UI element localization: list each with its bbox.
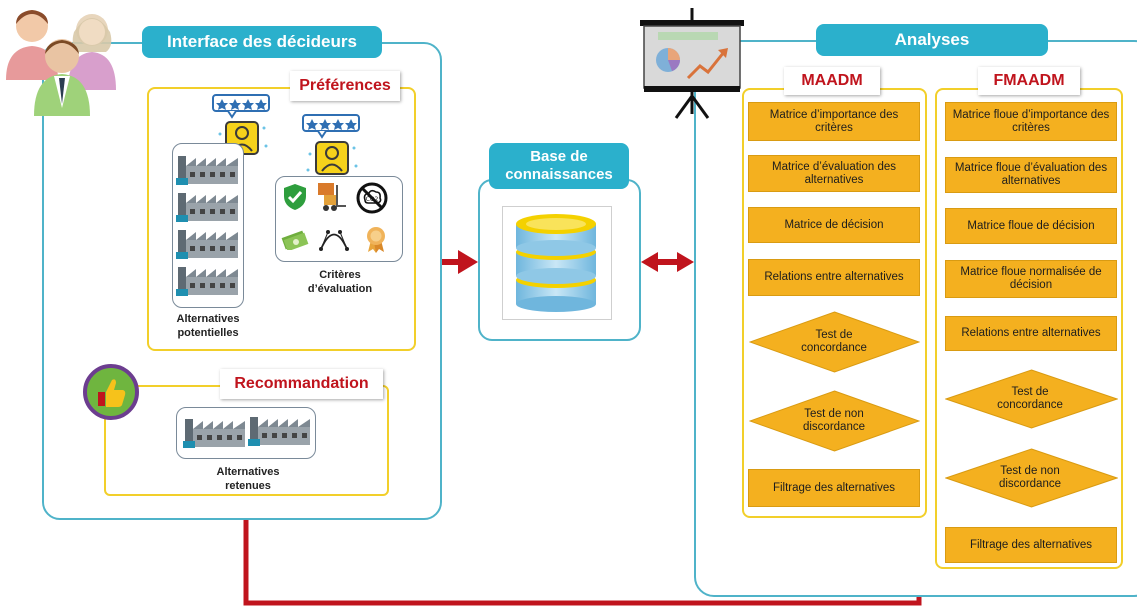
maadm-step-filtering: Filtrage des alternatives	[748, 469, 920, 507]
maadm-step-criteria-importance: Matrice d’importance des critères	[748, 102, 920, 141]
retained-alternatives-label: Alternatives retenues	[216, 466, 280, 492]
criteria-label: Critères d’évaluation	[307, 269, 373, 295]
maadm-frame	[742, 88, 927, 518]
database-icon	[516, 214, 596, 312]
fmaadm-concordance-diamond	[945, 369, 1118, 429]
maadm-step-relations: Relations entre alternatives	[748, 259, 920, 296]
maadm-non-discordance-diamond	[749, 390, 920, 452]
fmaadm-title: FMAADM	[978, 67, 1080, 95]
decision-makers-title: Interface des décideurs	[142, 26, 382, 58]
fmaadm-concordance-label: Test de concordance	[997, 386, 1063, 411]
maadm-concordance-label: Test de concordance	[801, 329, 867, 354]
fmaadm-step-decision-matrix: Matrice floue de décision	[945, 208, 1117, 244]
users-icon	[6, 10, 116, 116]
preferences-title: Préférences	[290, 71, 400, 101]
fmaadm-step-relations: Relations entre alternatives	[945, 316, 1117, 351]
maadm-step-decision-matrix: Matrice de décision	[748, 207, 920, 243]
curve-icon	[319, 230, 349, 251]
factory-icon	[176, 156, 238, 185]
fmaadm-non-discordance-diamond	[945, 448, 1118, 508]
analyses-title: Analyses	[816, 24, 1048, 56]
factory-icon	[176, 193, 238, 222]
maadm-non-discordance-label: Test de non discordance	[802, 408, 865, 433]
money-icon	[281, 230, 309, 250]
forklift-icon	[318, 183, 346, 211]
presentation-board-icon	[640, 8, 744, 119]
recommendation-title: Recommandation	[220, 369, 383, 399]
maadm-title: MAADM	[784, 67, 880, 95]
fmaadm-non-discordance-label: Test de non discordance	[998, 465, 1061, 490]
fmaadm-step-criteria-importance: Matrice floue d’importance des critères	[945, 102, 1117, 141]
shield-check-icon	[284, 184, 306, 210]
arrow-base-analyses	[641, 252, 694, 272]
potential-factories	[176, 152, 242, 297]
knowledge-base-title: Base de connaissances	[489, 143, 629, 189]
fmaadm-step-filtering: Filtrage des alternatives	[945, 527, 1117, 563]
award-icon	[367, 227, 385, 253]
maadm-concordance-diamond	[749, 311, 920, 373]
thumbs-up-icon	[83, 364, 139, 420]
factory-icon	[176, 230, 238, 259]
potential-alternatives-label: Alternatives potentielles	[176, 313, 240, 339]
factory-icon	[248, 417, 310, 446]
factory-icon	[176, 267, 238, 296]
factory-icon	[183, 419, 245, 448]
no-co2-icon: CO2	[356, 182, 388, 214]
maadm-step-alternatives-evaluation: Matrice d’évaluation des alternatives	[748, 155, 920, 192]
user-rating-icon	[302, 114, 360, 175]
fmaadm-step-alternatives-evaluation: Matrice floue d’évaluation des alternati…	[945, 157, 1117, 193]
fmaadm-step-normalized-matrix: Matrice floue normalisée de décision	[945, 260, 1117, 298]
